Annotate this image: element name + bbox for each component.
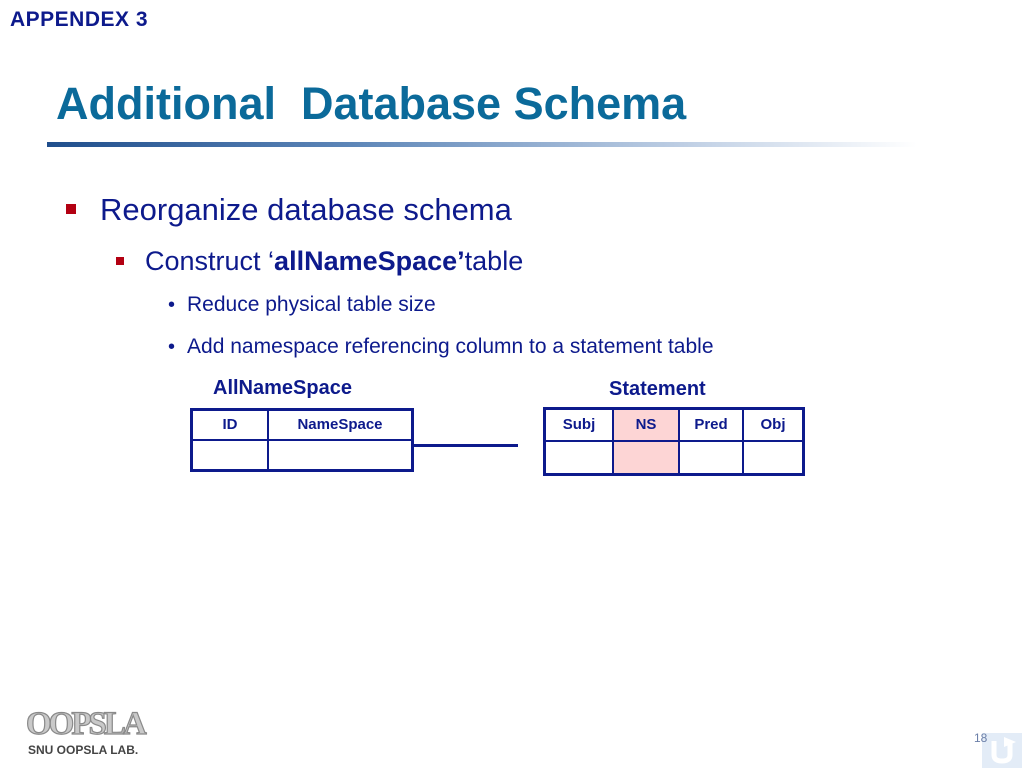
table-cell [190,438,269,472]
oopsla-logo-mark: OOPSLA [26,706,147,742]
statement-table-title: Statement [609,378,706,400]
table-header-cell: Obj [742,407,805,442]
table-header-cell: ID [190,408,269,441]
bullet-level2-suffix: table [464,246,524,276]
title-divider [47,142,917,147]
table-header-cell-highlighted: NS [612,407,680,442]
bullet-level3-text: Add namespace referencing column to a st… [187,335,714,358]
table-cell-highlighted [612,439,680,476]
slide-title: Additional Database Schema [56,78,687,129]
page-number: 18 [974,731,988,745]
bullet-level3-item: • Add namespace referencing column to a … [168,335,714,359]
section-label: APPENDEX 3 [10,8,149,31]
allnamespace-table-title: AllNameSpace [213,377,352,399]
square-bullet-icon [66,204,76,214]
table-cell [742,439,805,476]
table-cell [267,438,414,472]
bullet-level2: Construct ‘allNameSpace’ table [116,246,523,277]
bullet-level3-item: • Reduce physical table size [168,293,436,317]
table-cell [678,439,744,476]
allnamespace-table: ID NameSpace [190,408,414,472]
oopsla-logo: OOPSLA SNU OOPSLA LAB. [25,705,150,757]
bullet-level2-bold: allNameSpace’ [274,246,465,276]
relationship-line [412,444,518,447]
dot-bullet-icon: • [168,336,176,358]
table-cell [543,439,614,476]
dot-bullet-icon: • [168,294,176,316]
navigation-corner [982,733,1022,768]
table-header-cell: NameSpace [267,408,414,441]
square-bullet-icon [116,257,124,265]
lab-name: SNU OOPSLA LAB. [28,743,138,757]
table-header-cell: Pred [678,407,744,442]
bullet-level3-text: Reduce physical table size [187,293,436,316]
table-header-cell: Subj [543,407,614,442]
statement-table: Subj NS Pred Obj [543,407,805,476]
bullet-level1: Reorganize database schema [66,192,512,228]
bullet-level1-text: Reorganize database schema [100,192,512,227]
bullet-level2-prefix: Construct ‘ [145,246,275,276]
return-arrow-icon [991,737,1016,764]
